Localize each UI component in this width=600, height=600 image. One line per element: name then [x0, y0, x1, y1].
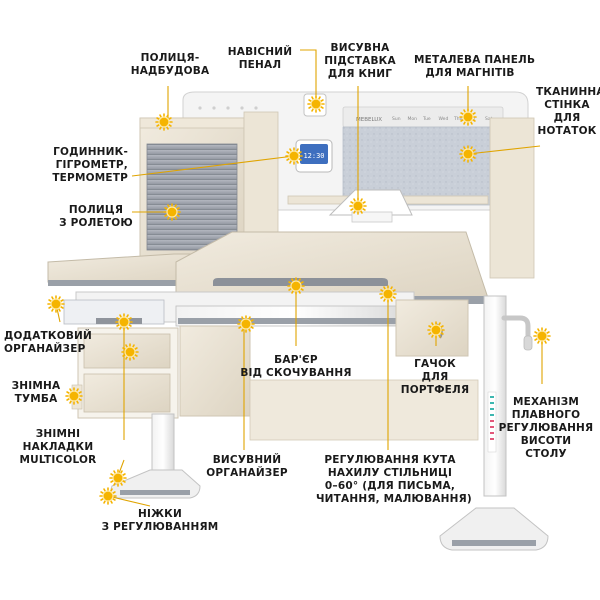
marker-extra-organizer: [47, 295, 65, 313]
brand-logo: MEBELUX: [356, 117, 382, 123]
marker-clock: [285, 147, 303, 165]
label-shelf-top: ПОЛИЦЯ-НАДБУДОВА: [130, 52, 210, 77]
marker-book-stand: [349, 197, 367, 215]
weekday-label: Thu: [453, 116, 463, 122]
marker-roller-shelf: [163, 203, 181, 221]
marker-fabric-wall: [459, 145, 477, 163]
clock-display: 12:30: [303, 152, 324, 160]
marker-removable-cabinet: [65, 387, 83, 405]
marker-barrier: [287, 277, 305, 295]
marker-shelf-top: [155, 113, 173, 131]
weekday-label: Sun: [392, 116, 401, 122]
marker-pencil-case: [307, 95, 325, 113]
marker-covers-leg: [109, 469, 127, 487]
weekday-label: Tue: [422, 116, 431, 122]
label-clock: ГОДИННИК-ГІГРОМЕТР,ТЕРМОМЕТР: [52, 146, 128, 184]
marker-cabinet-drawer: [121, 343, 139, 361]
marker-legs: [99, 487, 117, 505]
weekday-label: Wed: [439, 116, 449, 122]
line-fabric-wall: [467, 145, 541, 155]
marker-pull-organizer: [237, 315, 255, 333]
weekday-label: Sat: [485, 116, 493, 122]
line-clock: [131, 155, 295, 177]
marker-height-mechanism: [533, 327, 551, 345]
weekday-label: Mon: [408, 116, 418, 122]
marker-cabinet-top: [115, 313, 133, 331]
line-legs: [107, 495, 151, 507]
line-pencil-case: [300, 49, 317, 104]
marker-hook: [427, 321, 445, 339]
callout-markers: [47, 95, 551, 505]
marker-tilt: [379, 285, 397, 303]
marker-metal-panel: [459, 108, 477, 126]
